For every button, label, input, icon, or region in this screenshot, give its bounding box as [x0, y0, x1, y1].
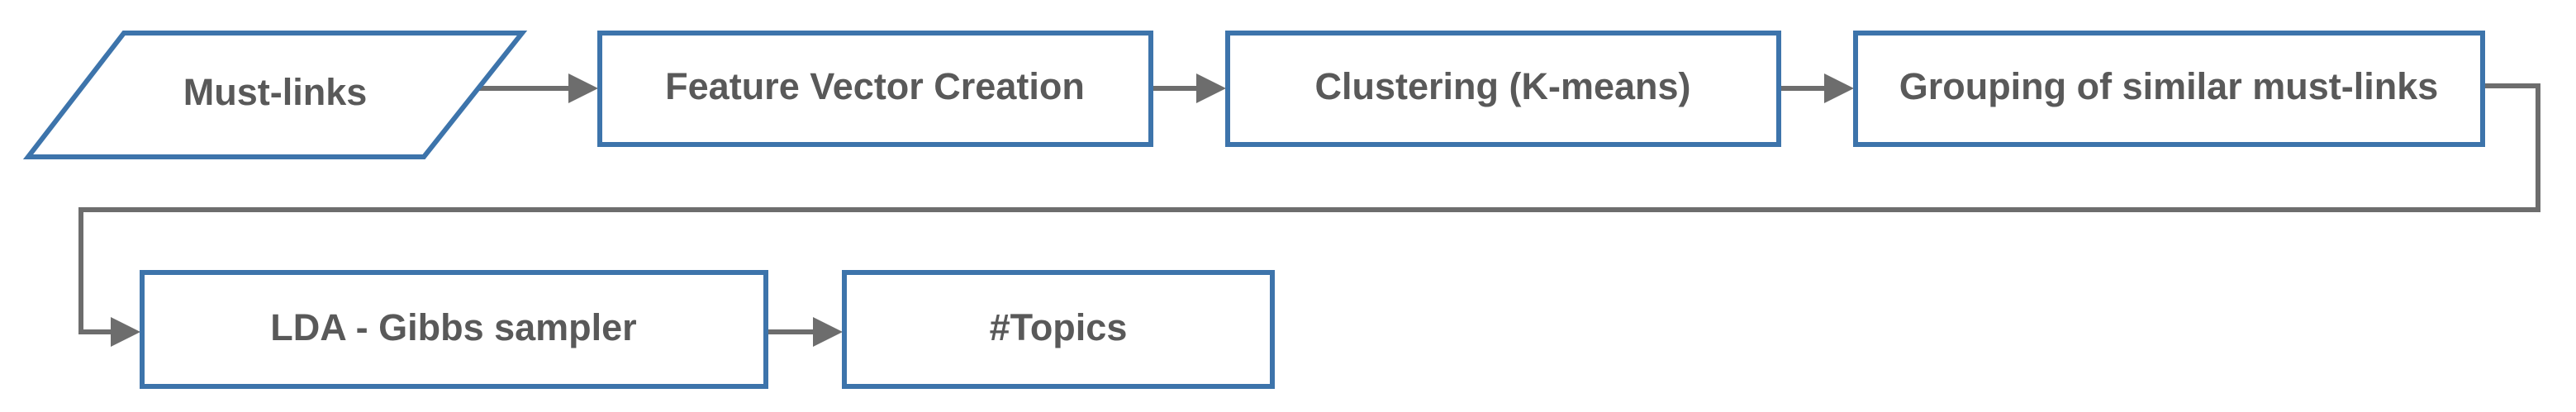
- arrowhead-to-lda: [111, 317, 140, 347]
- node-label-clustering: Clustering (K-means): [1314, 65, 1690, 107]
- connectors: [78, 73, 2540, 347]
- process-box: [597, 31, 1153, 147]
- node-label-topics: #Topics: [990, 306, 1128, 348]
- node-clustering: Clustering (K-means): [1225, 31, 1781, 147]
- node-grouping: Grouping of similar must-links: [1853, 31, 2485, 147]
- arrowhead-to-feature: [568, 73, 598, 103]
- node-must-links: Must-links: [22, 31, 528, 159]
- node-topics: #Topics: [842, 270, 1275, 389]
- node-label-lda: LDA - Gibbs sampler: [270, 306, 636, 348]
- node-label-feature-vector: Feature Vector Creation: [665, 65, 1085, 107]
- arrowhead-to-clustering: [1196, 73, 1226, 103]
- input-parallelogram: [22, 31, 528, 159]
- process-box: [842, 270, 1275, 389]
- arrowhead-to-topics: [813, 317, 843, 347]
- node-lda-gibbs-sampler: LDA - Gibbs sampler: [140, 270, 768, 389]
- node-label-must-links: Must-links: [183, 71, 368, 113]
- connector-grouping-to-lda: [78, 83, 2540, 334]
- node-label-grouping: Grouping of similar must-links: [1899, 65, 2439, 107]
- node-feature-vector-creation: Feature Vector Creation: [597, 31, 1153, 147]
- process-box: [1853, 31, 2485, 147]
- process-box: [1225, 31, 1781, 147]
- process-box: [140, 270, 768, 389]
- arrowhead-to-grouping: [1824, 73, 1854, 103]
